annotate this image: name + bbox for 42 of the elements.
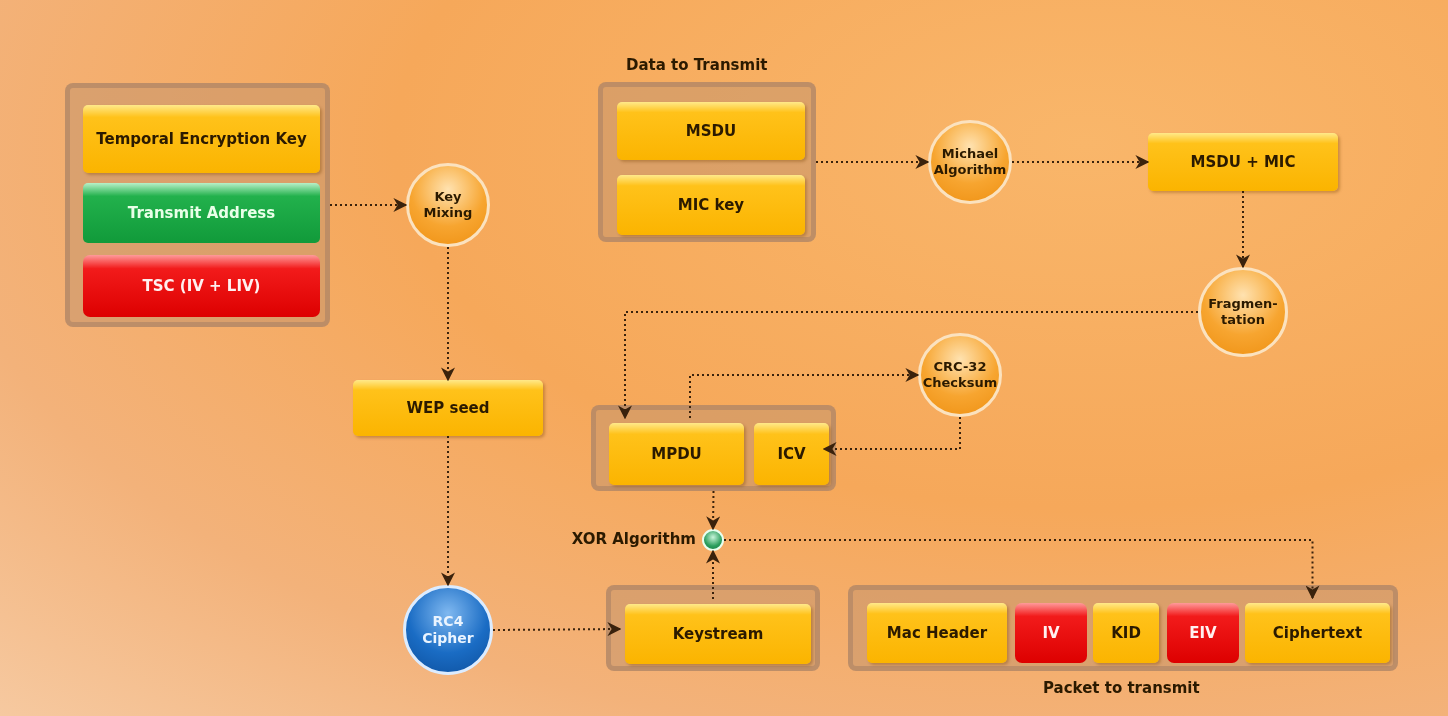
dotted-arrow [723, 539, 1320, 600]
dotted-arrow [329, 198, 408, 212]
process-circle: Fragmen- tation [1198, 267, 1288, 357]
group-title: Packet to transmit [1043, 679, 1200, 697]
process-box: IV [1015, 603, 1087, 663]
group-frame [848, 585, 1398, 671]
group-frame [65, 83, 330, 327]
process-box: MIC key [617, 175, 805, 235]
dotted-arrow [689, 368, 920, 419]
process-box: Mac Header [867, 603, 1007, 663]
process-box: Ciphertext [1245, 603, 1390, 663]
dotted-arrow [441, 246, 455, 382]
process-box: MSDU [617, 102, 805, 160]
process-circle: Michael Algorithm [928, 120, 1012, 204]
process-box: ICV [754, 423, 829, 485]
process-box: EIV [1167, 603, 1239, 663]
dotted-arrow [822, 416, 961, 456]
process-box: Transmit Address [83, 183, 320, 243]
process-circle: CRC-32 Checksum [918, 333, 1002, 417]
node-caption: XOR Algorithm [571, 530, 696, 548]
cipher-circle: RC4 Cipher [403, 585, 493, 675]
process-box: MPDU [609, 423, 744, 485]
dotted-arrow [441, 435, 455, 587]
process-box: WEP seed [353, 380, 543, 436]
dotted-arrow [1011, 155, 1150, 169]
dotted-arrow [706, 490, 721, 531]
process-box: KID [1093, 603, 1159, 663]
process-box: Temporal Encryption Key [83, 105, 320, 173]
group-frame [606, 585, 820, 671]
process-circle: Key Mixing [406, 163, 490, 247]
process-box: MSDU + MIC [1148, 133, 1338, 191]
process-box: Keystream [625, 604, 811, 664]
process-box: TSC (IV + LIV) [83, 255, 320, 317]
dotted-arrow [1236, 190, 1250, 269]
group-title: Data to Transmit [626, 56, 768, 74]
dotted-arrow [815, 155, 930, 169]
dotted-arrow [492, 622, 622, 637]
group-frame [598, 82, 816, 242]
xor-circle [702, 529, 724, 551]
dotted-arrow [618, 311, 1199, 420]
dotted-arrow [706, 549, 720, 600]
group-frame [591, 405, 836, 491]
